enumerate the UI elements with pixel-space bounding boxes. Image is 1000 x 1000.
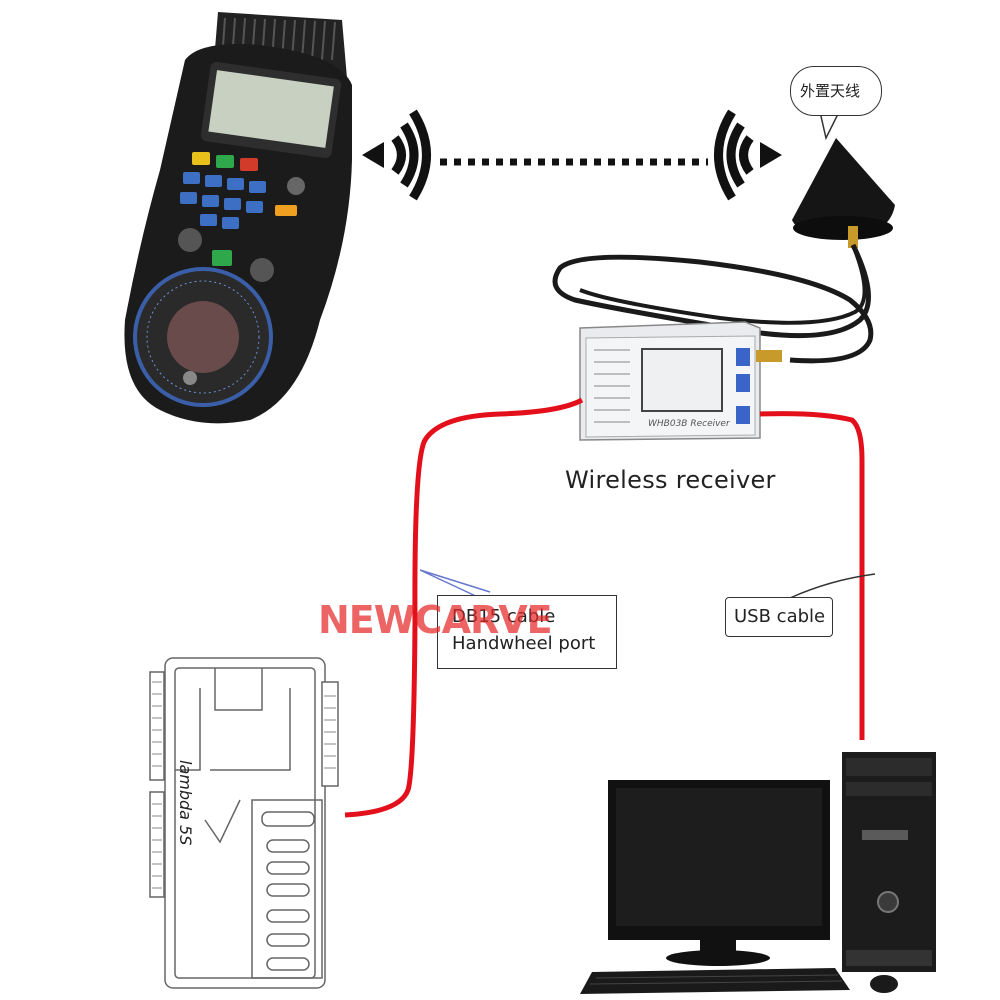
receiver-screen bbox=[641, 348, 723, 412]
handwheel-port-label: Handwheel port bbox=[452, 633, 596, 654]
mouse bbox=[870, 975, 898, 993]
controller-model-label: lambda 5S bbox=[176, 760, 195, 846]
key-yellow bbox=[192, 152, 210, 165]
antenna-connector bbox=[848, 226, 858, 248]
antenna-label: 外置天线 bbox=[800, 82, 861, 100]
db15-callout-box bbox=[437, 595, 617, 669]
usb-callout-box bbox=[725, 597, 833, 637]
wireless-receiver-label: Wireless receiver bbox=[565, 466, 776, 494]
antenna-callout bbox=[790, 66, 882, 116]
usb-cable-wire bbox=[759, 411, 865, 740]
wireless-signal-icon bbox=[714, 109, 782, 201]
keyboard bbox=[580, 968, 850, 994]
pc-tower bbox=[842, 752, 936, 972]
usb-cable-label: USB cable bbox=[734, 606, 826, 627]
wireless-signal-icon bbox=[362, 109, 431, 201]
monitor bbox=[608, 780, 830, 966]
antenna-cable bbox=[552, 243, 874, 364]
db15-cable bbox=[344, 397, 584, 818]
usb-leader bbox=[789, 573, 876, 599]
key-green bbox=[216, 155, 234, 168]
wireless-pendant bbox=[124, 12, 352, 424]
db15-leader bbox=[419, 569, 491, 599]
watermark: NEWCARVE bbox=[318, 598, 553, 642]
key-red bbox=[240, 158, 258, 171]
wireless-receiver: WHB03B Receiver bbox=[579, 321, 782, 441]
receiver-panel-text: WHB03B Receiver bbox=[648, 419, 731, 429]
external-antenna bbox=[792, 111, 895, 240]
db15-cable-label: DB15 cable bbox=[452, 606, 556, 627]
